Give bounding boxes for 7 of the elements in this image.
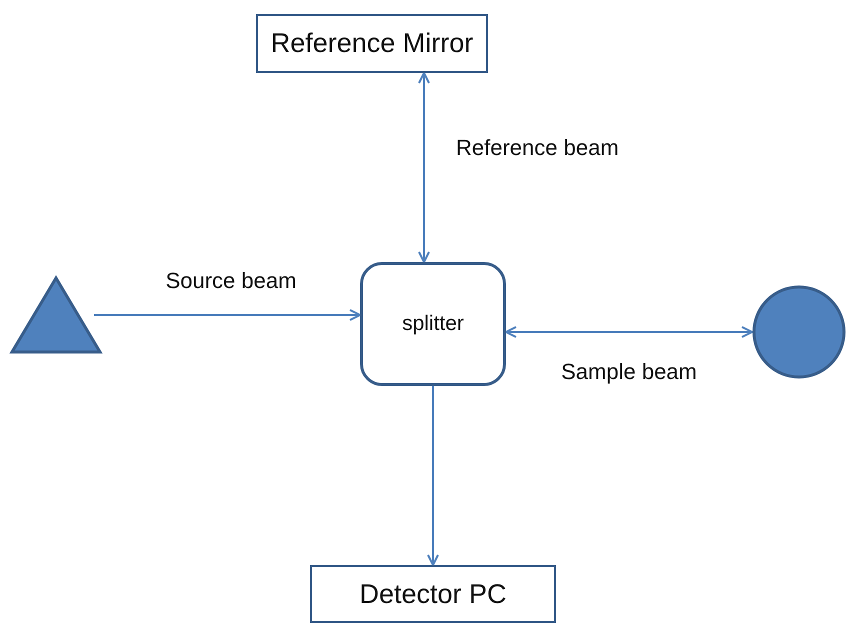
detector-box: Detector PC (310, 565, 556, 623)
arrow (505, 326, 753, 338)
arrow (427, 386, 439, 566)
mirror-box: Reference Mirror (256, 14, 488, 73)
splitter-box: splitter (360, 262, 506, 386)
arrow (418, 72, 430, 263)
arrow (94, 309, 361, 321)
